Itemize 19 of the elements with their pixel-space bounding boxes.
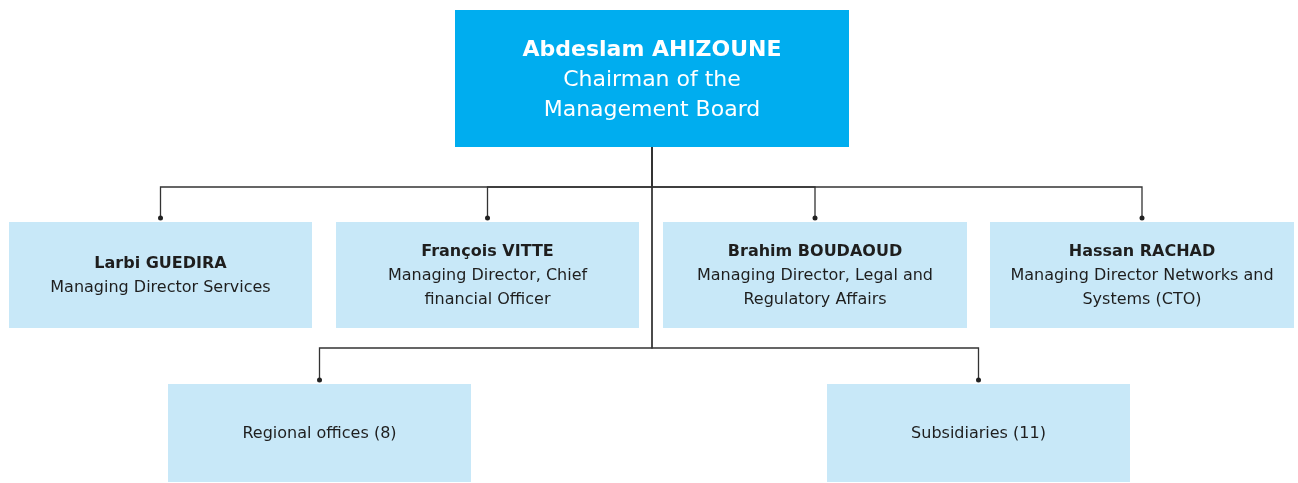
org-box — [168, 384, 471, 482]
person-name: François VITTE — [421, 240, 554, 262]
org-box — [663, 222, 967, 328]
person-name: Larbi GUEDIRA — [94, 252, 227, 274]
role-title: Managing Director, Chief financial Officer — [387, 264, 588, 310]
person-name: Abdeslam AHIZOUNE — [522, 34, 782, 63]
role-title: Chairman of the Management Board — [542, 64, 762, 123]
person-name: Hassan RACHAD — [1068, 240, 1216, 262]
role-title: Regional offices (8) — [242, 422, 397, 444]
role-title: Managing Director, Legal and Regulatory Affairs — [695, 264, 935, 310]
chairman-box — [455, 10, 849, 147]
role-title: Managing Director Networks and Systems (CTO) — [1009, 264, 1275, 310]
role-title: Managing Director Services — [49, 276, 272, 298]
org-box — [827, 384, 1130, 482]
org-box — [990, 222, 1294, 328]
org-box — [9, 222, 312, 328]
person-name: Brahim BOUDAOUD — [727, 240, 903, 262]
role-title: Subsidiaries (11) — [911, 422, 1046, 444]
org-box — [336, 222, 639, 328]
